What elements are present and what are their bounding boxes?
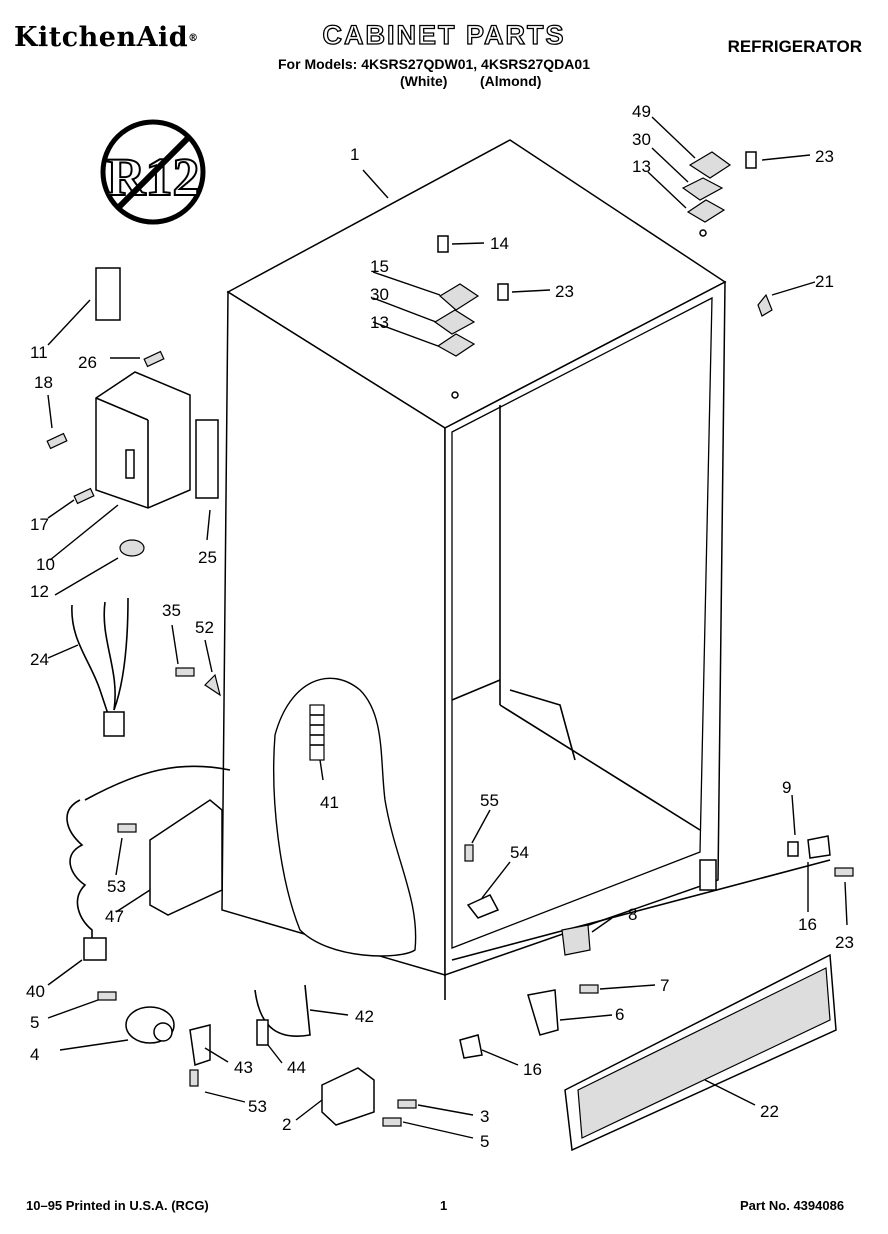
callout-1: 1 [350,145,359,164]
cabinet-shell [221,139,831,1000]
callout-24: 24 [30,650,49,669]
callout-26: 26 [78,353,97,372]
roller-parts [125,835,831,1126]
leader-lines [47,116,848,1139]
callout-52: 52 [195,618,214,637]
callout-4: 4 [30,1045,39,1064]
callout-53: 53 [107,877,126,896]
power-cord [66,765,231,961]
callout-5: 5 [30,1013,39,1032]
callout-30: 30 [632,130,651,149]
callout-44: 44 [287,1058,306,1077]
center-hinge-assembly [433,235,509,399]
callout-3: 3 [480,1107,489,1126]
callout-23b: 23 [555,282,574,301]
finish-almond-label: (Almond) [480,73,542,89]
page-title: CABINET PARTS [322,19,566,50]
model-numbers: For Models: 4KSRS27QDW01, 4KSRS27QDA01 [278,56,590,72]
callout-6: 6 [615,1005,624,1024]
appliance-type: REFRIGERATOR [727,37,862,56]
callout-21: 21 [815,272,834,291]
callout-12: 12 [30,582,49,601]
relay-bracket [149,799,223,916]
control-box [95,267,219,557]
upper-hinge-assembly [681,151,757,237]
callout-55: 55 [480,791,499,810]
callout-49: 49 [632,102,651,121]
callout-53b: 53 [248,1097,267,1116]
callout-13b: 13 [370,313,389,332]
callout-25: 25 [198,548,217,567]
callout-30b: 30 [370,285,389,304]
callout-14: 14 [490,234,509,253]
callout-16: 16 [798,915,817,934]
part-number: Part No. 4394086 [740,1198,845,1213]
callout-7: 7 [660,976,669,995]
callout-41: 41 [320,793,339,812]
callout-16b: 16 [523,1060,542,1079]
callout-labels: 1 49 30 13 23 14 15 23 30 13 21 11 26 18… [26,102,854,1151]
callout-35: 35 [162,601,181,620]
callout-17: 17 [30,515,49,534]
callout-15: 15 [370,257,389,276]
base-grille [564,953,837,1152]
callout-5b: 5 [480,1132,489,1151]
finish-white-label: (White) [400,73,448,89]
brand-logo: KitchenAid® [14,22,199,53]
callout-22: 22 [760,1102,779,1121]
callout-9: 9 [782,778,791,797]
callout-18: 18 [34,373,53,392]
callout-43: 43 [234,1058,253,1077]
callout-8: 8 [628,905,637,924]
callout-2: 2 [282,1115,291,1134]
callout-54: 54 [510,843,529,862]
page-number: 1 [440,1198,448,1213]
screws [46,293,854,1127]
callout-23c: 23 [835,933,854,952]
wiring-harness [71,597,129,737]
print-info: 10–95 Printed in U.S.A. (RCG) [26,1198,209,1213]
callout-47: 47 [105,907,124,926]
callout-13: 13 [632,157,651,176]
callout-40: 40 [26,982,45,1001]
callout-11: 11 [30,343,48,362]
callout-23: 23 [815,147,834,166]
callout-10: 10 [36,555,55,574]
callout-42: 42 [355,1007,374,1026]
no-r12-icon: R12 [100,119,206,225]
